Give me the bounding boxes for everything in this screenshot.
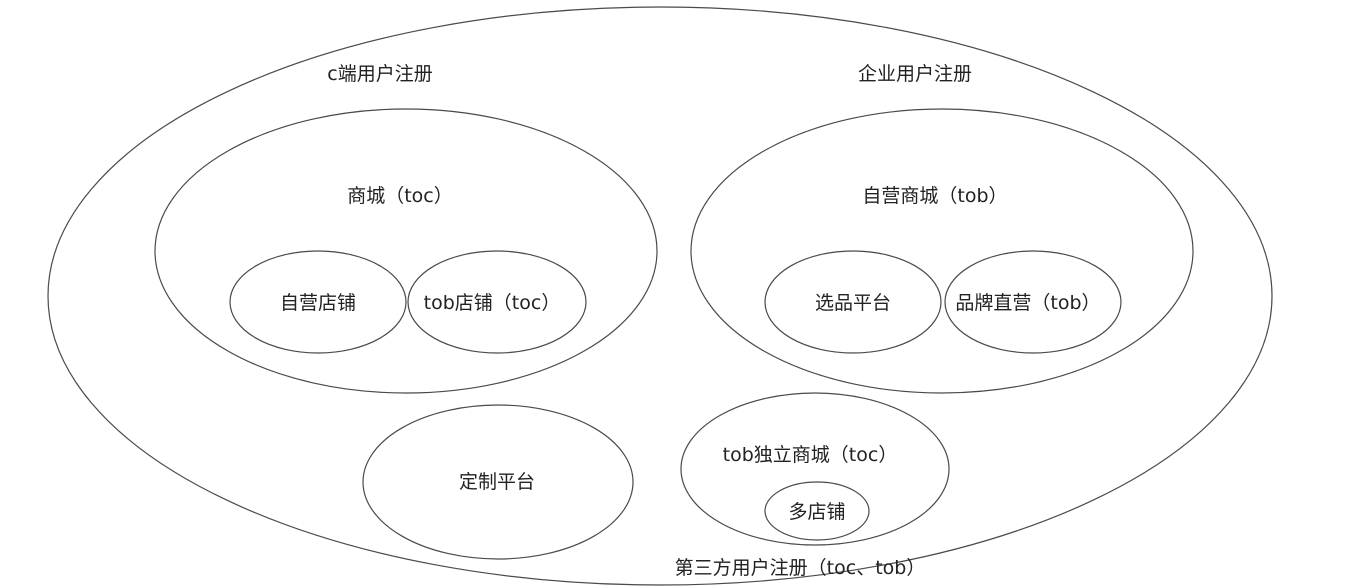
- multi-store-ellipse: [764, 481, 870, 541]
- c-user-registration-label: c端用户注册: [327, 63, 432, 85]
- mall-toc-ellipse: [154, 108, 658, 394]
- custom-platform-label: 定制平台: [459, 471, 535, 493]
- tob-store-toc-ellipse: [407, 250, 587, 354]
- mall-toc-label: 商城（toc）: [347, 185, 453, 207]
- brand-direct-tob-ellipse: [944, 250, 1122, 354]
- self-operated-store-ellipse: [229, 250, 407, 354]
- selection-platform-label: 选品平台: [815, 292, 891, 314]
- tob-independent-mall-ellipse: [680, 392, 950, 546]
- self-operated-mall-tob-ellipse: [690, 108, 1194, 394]
- selection-platform-ellipse: [764, 250, 942, 354]
- enterprise-user-registration-label: 企业用户注册: [858, 63, 972, 85]
- self-operated-store-label: 自营店铺: [280, 292, 356, 314]
- self-operated-mall-tob-label: 自营商城（tob）: [862, 185, 1007, 207]
- custom-platform-ellipse: [362, 404, 634, 560]
- brand-direct-tob-label: 品牌直营（tob）: [955, 292, 1100, 314]
- tob-independent-mall-label: tob独立商城（toc）: [723, 444, 898, 466]
- third-party-registration-label: 第三方用户注册（toc、tob）: [675, 557, 926, 579]
- outer-registration-ellipse: [47, 6, 1273, 586]
- multi-store-label: 多店铺: [788, 501, 845, 523]
- tob-store-toc-label: tob店铺（toc）: [424, 292, 561, 314]
